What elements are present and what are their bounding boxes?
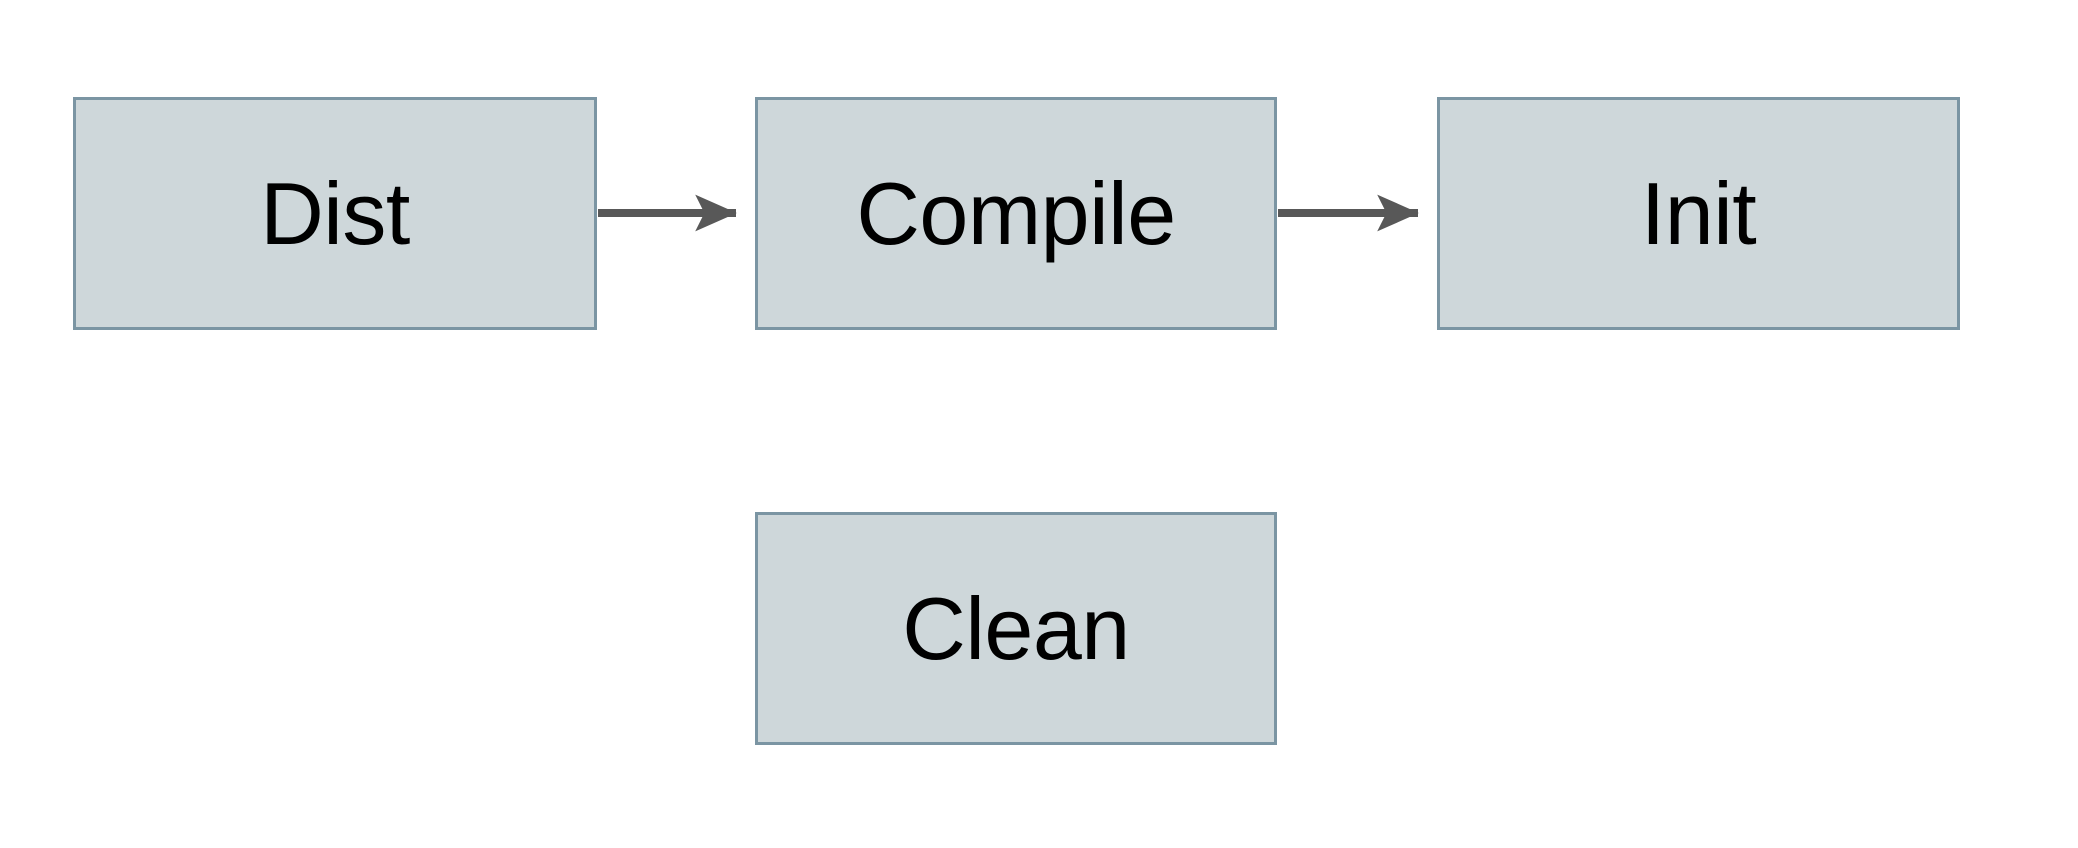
node-label-dist: Dist xyxy=(260,163,410,263)
node-init[interactable]: Init xyxy=(1437,97,1960,330)
node-dist[interactable]: Dist xyxy=(73,97,597,330)
node-label-clean: Clean xyxy=(902,578,1130,678)
node-clean[interactable]: Clean xyxy=(755,512,1277,745)
node-label-init: Init xyxy=(1640,163,1757,263)
node-label-compile: Compile xyxy=(856,163,1176,263)
node-compile[interactable]: Compile xyxy=(755,97,1277,330)
